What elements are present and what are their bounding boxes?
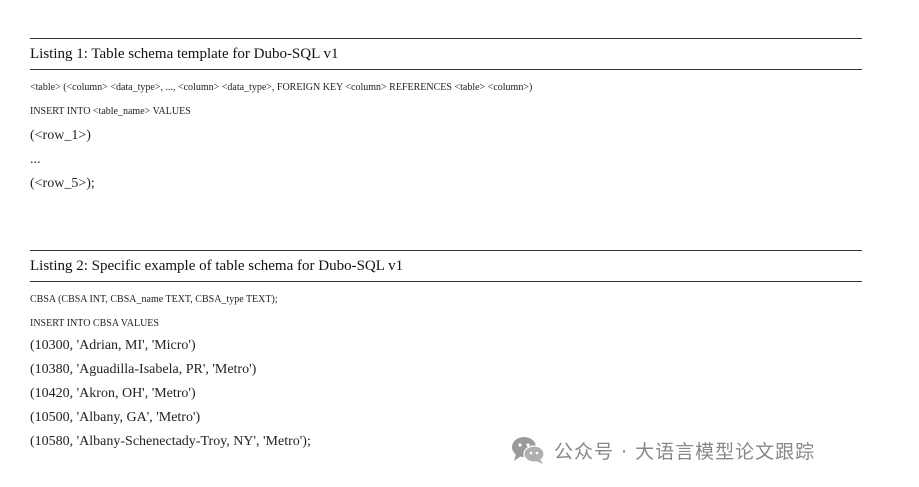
code-line: (10420, 'Akron, OH', 'Metro') <box>30 386 196 401</box>
code-line: (10500, 'Albany, GA', 'Metro') <box>30 410 201 425</box>
code-line: INSERT INTO CBSA VALUES <box>30 318 159 329</box>
code-line: (<row_1>) <box>30 128 91 143</box>
code-line: ... <box>30 152 41 167</box>
code-line: <table> (<column> <data_type>, ..., <col… <box>30 82 533 93</box>
listing-1-code: <table> (<column> <data_type>, ..., <col… <box>30 70 862 230</box>
code-line: (10300, 'Adrian, MI', 'Micro') <box>30 338 196 353</box>
code-line: (10580, 'Albany-Schenectady-Troy, NY', '… <box>30 434 311 449</box>
listing-1-caption: Listing 1: Table schema template for Dub… <box>30 38 862 70</box>
listing-2-code: CBSA (CBSA INT, CBSA_name TEXT, CBSA_typ… <box>30 282 862 449</box>
code-line: (<row_5>); <box>30 176 95 191</box>
listing-2-caption: Listing 2: Specific example of table sch… <box>30 250 862 282</box>
code-line: (10380, 'Aguadilla-Isabela, PR', 'Metro'… <box>30 362 257 377</box>
wechat-icon <box>512 437 545 464</box>
listing-2: Listing 2: Specific example of table sch… <box>30 250 862 449</box>
watermark: 公众号 · 大语言模型论文跟踪 <box>510 434 815 466</box>
code-line: INSERT INTO <table_name> VALUES <box>30 106 191 117</box>
watermark-text: 公众号 · 大语言模型论文跟踪 <box>554 440 816 463</box>
code-line: CBSA (CBSA INT, CBSA_name TEXT, CBSA_typ… <box>30 294 278 305</box>
listing-1: Listing 1: Table schema template for Dub… <box>30 38 862 230</box>
